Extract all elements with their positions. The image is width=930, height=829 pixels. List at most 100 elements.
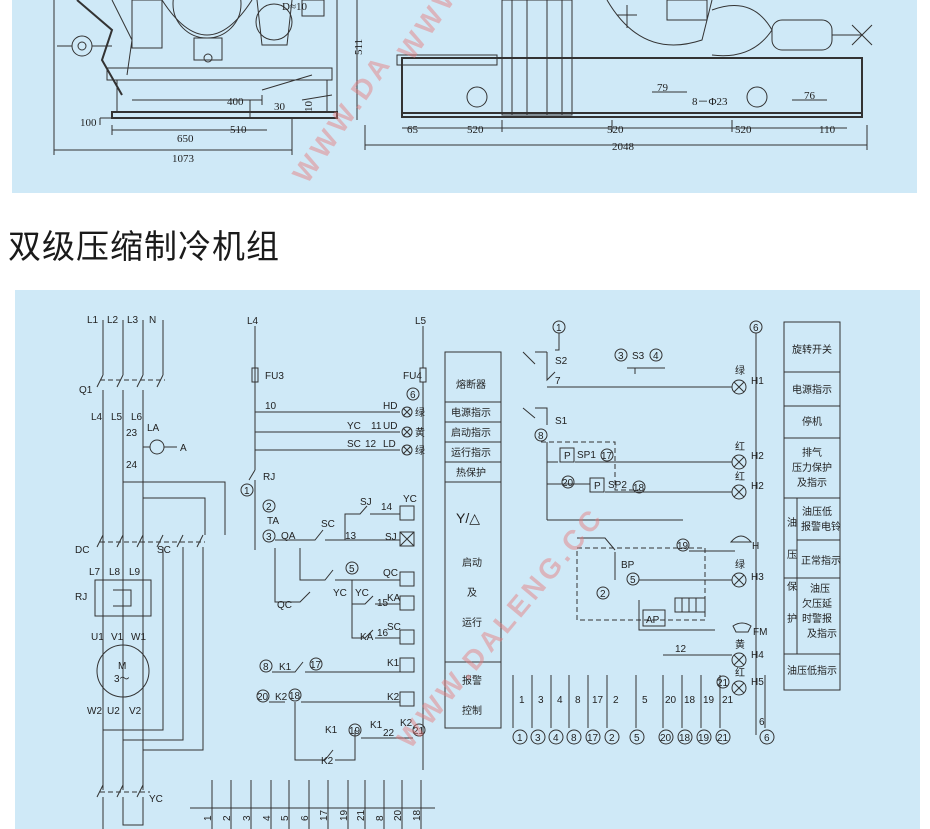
coil-sc — [399, 629, 415, 645]
rlegend-oil-pressure: 油压 — [810, 582, 830, 595]
mechanical-drawing: D≈10 511 400 30 10 100 650 510 1073 65 5… — [53, 0, 873, 188]
rlegend-normal: 正常指示 — [801, 554, 841, 567]
motor-phase: 3～ — [114, 674, 130, 685]
rc-circle-20: 20 — [562, 478, 574, 489]
rlegend-pressure-protect: 压力保护 — [792, 461, 832, 474]
label-l6: L6 — [131, 412, 143, 423]
label-yc-a: YC — [333, 588, 347, 599]
ctl-circle-17: 17 — [310, 660, 322, 671]
label-sp1: SP1 — [577, 450, 596, 461]
label-l1: L1 — [87, 315, 99, 326]
rc-circle-2: 2 — [600, 589, 606, 600]
label-12: 12 — [365, 439, 377, 450]
dim-520-c: 520 — [735, 124, 752, 136]
rt-17: 17 — [592, 695, 604, 706]
label-w1: W1 — [131, 632, 146, 643]
coil-qc — [399, 571, 415, 587]
ctl-circle-19: 19 — [349, 726, 361, 737]
ctl-circle-8: 8 — [263, 662, 269, 673]
left-dimensions: D≈10 511 400 30 10 100 650 510 1073 — [53, 0, 365, 165]
label-11: 11 — [371, 421, 382, 432]
label-h4: H4 — [751, 650, 764, 661]
rc-circle-18: 18 — [633, 483, 645, 494]
rt-circle-21: 21 — [717, 733, 729, 744]
rt-circle-8: 8 — [571, 733, 577, 744]
label-s1: S1 — [555, 416, 568, 427]
coil-ka — [399, 595, 415, 611]
legend-control: 控制 — [462, 704, 482, 717]
dim-8-phi-23: 8－Φ23 — [692, 96, 728, 108]
tb-7: 17 — [319, 809, 330, 821]
rt-circle-18: 18 — [679, 733, 691, 744]
ctl-circle-2: 2 — [266, 502, 272, 513]
label-16: 16 — [377, 628, 389, 639]
label-k1-d: K1 — [370, 720, 383, 731]
label-l5: L5 — [111, 412, 123, 423]
rt-circle-17: 17 — [587, 733, 599, 744]
ctl-label-l5: L5 — [415, 316, 427, 327]
label-12-right: 12 — [675, 644, 687, 655]
dim-650: 650 — [177, 133, 194, 145]
label-a: A — [180, 443, 187, 454]
tb-4: 4 — [262, 815, 273, 821]
label-rj: RJ — [75, 592, 87, 603]
label-ld: LD — [383, 439, 396, 450]
label-yc-ud: YC — [347, 421, 361, 432]
tb-2: 2 — [222, 815, 233, 821]
label-23: 23 — [126, 428, 138, 439]
label-p-1: P — [564, 451, 571, 462]
rlegend-and-indicate-2: 及指示 — [807, 627, 837, 640]
legend-start: 启动 — [462, 556, 482, 569]
rlegend-alarm-bell: 报警电铃 — [801, 520, 841, 533]
rc-circle-8: 8 — [538, 431, 544, 442]
label-h2-a: H2 — [751, 451, 764, 462]
ctl-circle-18: 18 — [289, 691, 301, 702]
rt-circle-3: 3 — [535, 733, 541, 744]
legend-thermal: 热保护 — [456, 466, 486, 479]
legend-fuse: 熔断器 — [456, 378, 486, 391]
label-la: LA — [147, 423, 160, 434]
terminal-strip-bottom: 1 2 3 4 5 6 17 19 21 8 20 18 — [190, 780, 435, 829]
tb-5: 5 — [280, 815, 291, 821]
label-s3: S3 — [632, 351, 645, 362]
rc-circle-1: 1 — [556, 323, 562, 334]
rt-circle-1: 1 — [517, 733, 523, 744]
label-h: H — [752, 541, 759, 552]
label-bp: BP — [621, 560, 635, 571]
label-yc-b: YC — [355, 588, 369, 599]
rt-circle-20: 20 — [660, 733, 672, 744]
rt-circle-19: 19 — [698, 733, 710, 744]
dim-10: 10 — [303, 101, 315, 113]
coil-k1 — [399, 657, 415, 673]
rt-circle-6: 6 — [764, 733, 770, 744]
middle-legend: 熔断器 电源指示 启动指示 运行指示 热保护 Y/△ 启动 及 运行 报警 控制 — [444, 351, 502, 729]
label-k2-a: K2 — [275, 692, 288, 703]
label-ka-coil: KA — [387, 593, 401, 604]
label-v1: V1 — [111, 632, 124, 643]
alarm-circuit: 1 S2 7 3 S3 4 6 绿 H1 S1 8 P SP1 17 红 H2 … — [522, 320, 767, 735]
page-title: 双级压缩制冷机组 — [8, 227, 280, 266]
dim-d-top: D≈10 — [282, 1, 307, 13]
rt-4: 4 — [557, 695, 563, 706]
terminal-strip-right: 1 3 4 8 17 2 5 20 18 19 21 6 1 3 4 8 17 … — [512, 675, 775, 745]
label-yc: YC — [149, 794, 163, 805]
label-qc-coil: QC — [383, 568, 398, 579]
rlegend-rotary-switch: 旋转开关 — [792, 343, 832, 356]
label-h5: H5 — [751, 677, 764, 688]
label-sp2: SP2 — [608, 480, 627, 491]
right-legend: 旋转开关 电源指示 停机 排气 压力保护 及指示 油 压 保 护 油压低 报警电… — [783, 321, 841, 691]
rt-6: 6 — [759, 717, 765, 728]
rt-5: 5 — [642, 695, 648, 706]
label-hd: HD — [383, 401, 397, 412]
label-l8: L8 — [109, 567, 121, 578]
rlegend-low-oil: 油压低 — [802, 505, 832, 518]
rt-21: 21 — [722, 695, 734, 706]
rlegend-time-alarm: 时警报 — [802, 612, 832, 625]
rc-circle-5: 5 — [630, 575, 636, 586]
label-sj-contact: SJ — [360, 497, 372, 508]
label-sc-ld: SC — [347, 439, 361, 450]
label-qc-contact: QC — [277, 600, 292, 611]
relay-block — [674, 597, 706, 613]
dim-520-b: 520 — [607, 124, 624, 136]
coil-sj — [399, 531, 415, 547]
